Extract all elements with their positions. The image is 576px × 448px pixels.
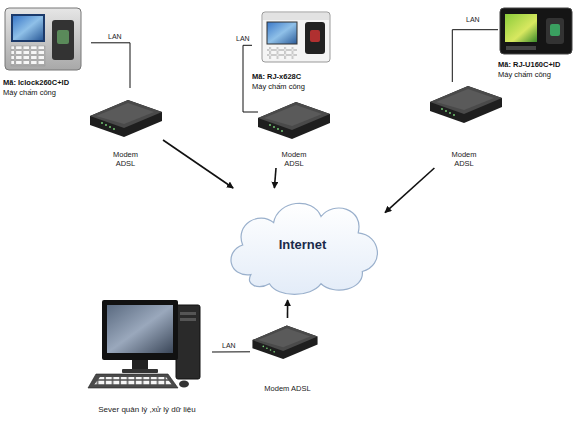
cable-label: LAN [466,16,480,23]
machine-body [5,8,81,70]
fingerprint-reader [546,18,564,44]
internet-cloud: Internet [220,188,385,300]
modem-device [430,86,502,123]
model-code: Mã: RJ-U160C+ID [498,60,560,70]
modem-node: Modem ADSL [250,318,325,393]
model-code: Mã: Iclock260C+ID [3,78,69,88]
device-caption: Máy chấm công [3,88,56,98]
modem-node: Modem ADSL [88,88,163,168]
machine-keypad [11,46,45,66]
internet-arrow [274,168,276,188]
machine-screen [505,14,537,42]
modem-device [252,326,317,359]
machine-body [500,8,572,54]
attendance-machine [5,8,81,70]
attendance-node: Mã: RJ-U160C+IDMáy chấm công [498,6,576,80]
attendance-node: Mã: Iclock260C+IDMáy chấm công [3,6,91,98]
lan-cable [212,351,250,352]
internet-arrow [385,168,434,213]
modem-node: Modem ADSL [425,82,503,168]
machine-buttons [506,46,536,50]
attendance-node: Mã: RJ-x628CMáy chấm công [252,10,337,92]
server-node: Sever quản lý ,xử lý dữ liệu [82,295,212,415]
fingerprint-reader [52,20,74,60]
machine-screen [11,14,45,42]
monitor-screen [107,305,173,353]
modem-node: Modem ADSL [258,98,330,168]
monitor-base [122,369,158,373]
attendance-machine [500,8,572,54]
machine-screen [13,16,43,40]
device-caption: Modem ADSL [106,150,146,168]
cloud-outline [231,203,377,294]
machine-body [262,12,330,62]
server-computer [88,300,200,388]
keyboard-keys [94,377,172,385]
device-caption: Máy chấm công [252,82,305,92]
cable-label: LAN [108,33,122,40]
lan-cable [91,43,130,88]
modem-device [90,100,162,137]
device-caption: Sever quản lý ,xử lý dữ liệu [98,405,195,415]
lan-cable [452,30,498,82]
keyboard [88,374,178,388]
mouse [179,381,189,388]
cable-label: LAN [222,342,236,349]
tower-bay [180,318,196,321]
cloud-label: Internet [279,237,327,252]
cable-label: LAN [236,35,250,42]
modem-device [258,102,330,139]
lan-cable [243,45,258,112]
device-caption: Modem ADSL [264,384,310,393]
internet-arrow [163,140,233,188]
tower-bay [180,312,196,315]
monitor-stand [132,360,148,370]
machine-screen [267,22,297,44]
attendance-machine [262,12,330,62]
device-caption: Modem ADSL [274,150,314,168]
fingerprint-reader [305,22,325,54]
machine-keypad [267,47,297,59]
fingerprint-sensor [550,24,560,36]
device-caption: Modem ADSL [444,150,484,168]
fingerprint-sensor [57,30,69,44]
fingerprint-sensor [310,30,320,42]
internet-arrow [287,300,289,318]
machine-band [263,13,329,20]
computer-tower [176,305,200,379]
device-caption: Máy chấm công [498,70,551,80]
model-code: Mã: RJ-x628C [252,72,301,82]
monitor-frame [102,300,178,360]
